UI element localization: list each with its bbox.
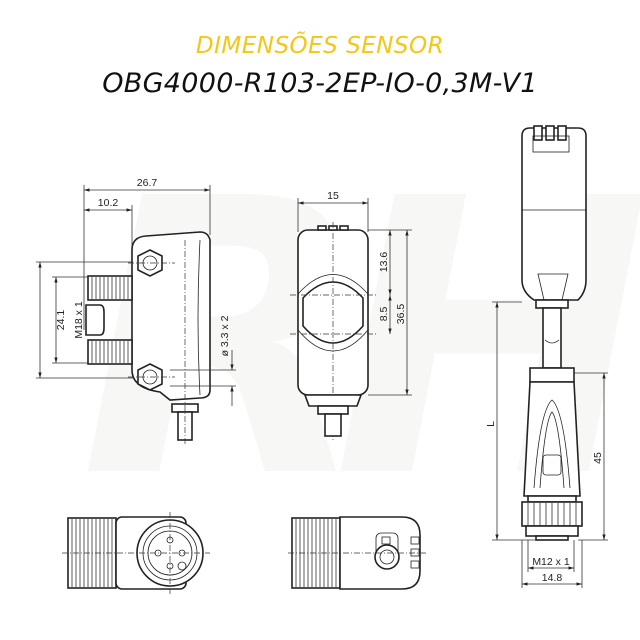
dim-thread-size: M18 x 1: [73, 301, 85, 339]
dim-connector-length: 45: [592, 452, 604, 464]
dim-top-to-axis: 13.6: [378, 252, 390, 273]
front-view: 15 13.6 8.5 36.5: [290, 190, 412, 440]
connector-end-view: [62, 512, 210, 594]
dim-thread-length: 10.2: [98, 197, 119, 209]
dim-cable-length: L: [485, 421, 497, 427]
side-view: 26.7 10.2 24.1 M18 x 1: [36, 177, 236, 446]
dim-hole: ø 3.3 x 2: [219, 315, 231, 356]
dim-connector-diameter: 14.8: [542, 572, 563, 584]
top-view: [288, 516, 428, 590]
dim-axis-spacing: 8.5: [378, 307, 390, 322]
dim-mount-spacing: 24.1: [55, 310, 67, 331]
dim-connector-thread: M12 x 1: [532, 556, 570, 568]
model-number: OBG4000-R103-2EP-IO-0,3M-V1: [102, 68, 538, 99]
page-title: DIMENSÕES SENSOR: [195, 33, 445, 59]
dim-front-width: 15: [327, 190, 339, 202]
cable-connector-view: L 45 M12 x 1 14.8: [485, 125, 608, 588]
dim-overall-width: 26.7: [137, 177, 158, 189]
dim-front-height: 36.5: [395, 304, 407, 325]
